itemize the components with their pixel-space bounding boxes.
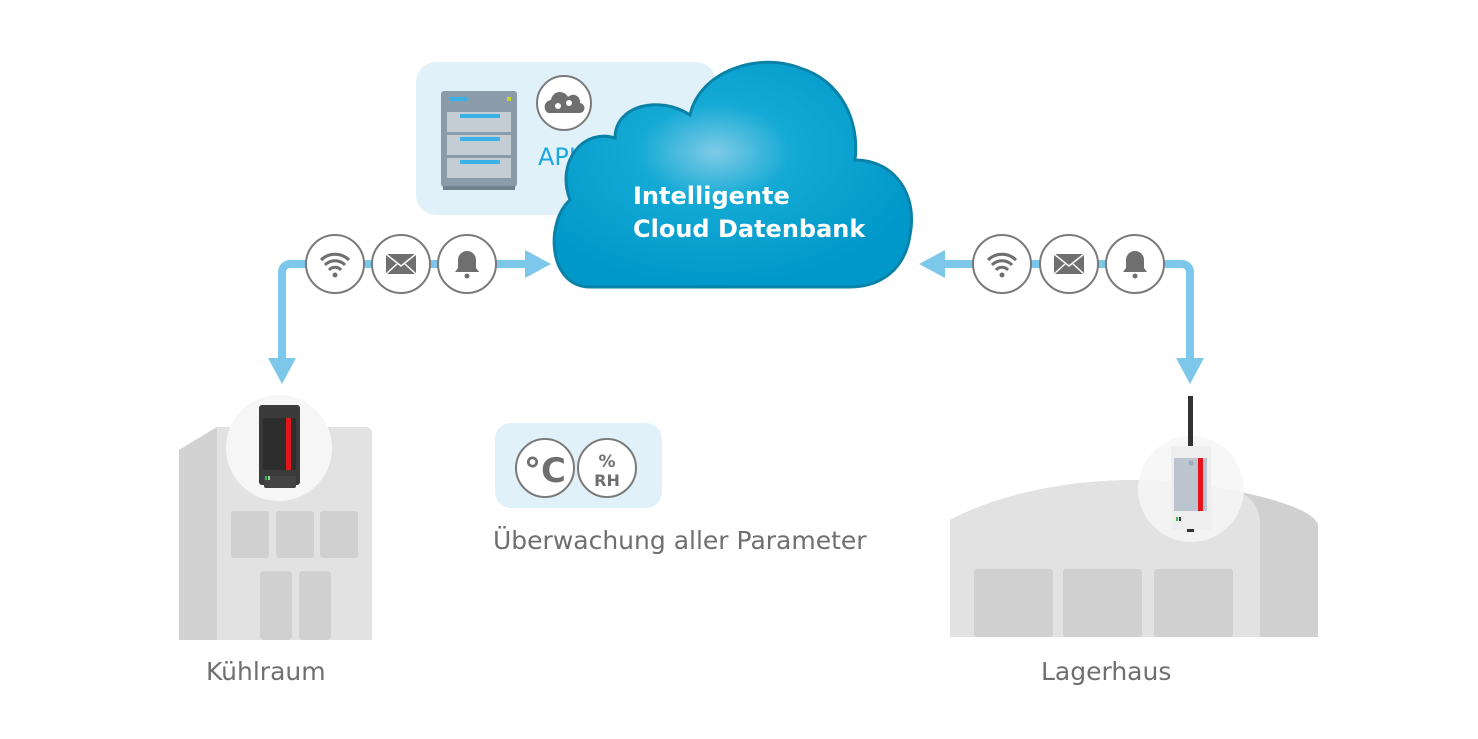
humidity-icon [577, 438, 637, 498]
cold-room-building [179, 395, 372, 640]
arrow-to-site [1176, 358, 1204, 384]
sensor-device [259, 405, 300, 488]
percent-label: % [598, 452, 615, 472]
arrow-to-site [268, 358, 296, 384]
bell-icon [1105, 234, 1165, 294]
envelope-icon [1039, 234, 1099, 294]
sensor-device-with-antenna [1171, 396, 1211, 532]
wifi-icon [972, 234, 1032, 294]
right-connection [919, 234, 1204, 384]
site-label-cold-room: Kühlraum [206, 657, 326, 686]
cloud-title-line2: Cloud Datenbank [633, 215, 866, 243]
cloud-gears-icon [536, 75, 592, 131]
arrow-to-cloud [525, 250, 551, 278]
parameters-panel: °C % RH Überwachung aller Parameter [493, 423, 867, 555]
envelope-icon [371, 234, 431, 294]
warehouse-building [950, 396, 1318, 637]
wifi-icon [305, 234, 365, 294]
arrow-to-cloud [919, 250, 945, 278]
left-connection [268, 234, 551, 384]
cloud-database: Intelligente Cloud Datenbank [552, 60, 913, 289]
temperature-icon [515, 438, 575, 498]
cloud-title-line1: Intelligente [633, 182, 790, 210]
parameters-caption: Überwachung aller Parameter [493, 526, 867, 555]
server-icon [441, 91, 517, 190]
bell-icon [437, 234, 497, 294]
celsius-label: °C [524, 451, 566, 491]
site-label-warehouse: Lagerhaus [1041, 657, 1171, 686]
api-panel: API [416, 62, 716, 215]
rh-label: RH [594, 471, 620, 490]
